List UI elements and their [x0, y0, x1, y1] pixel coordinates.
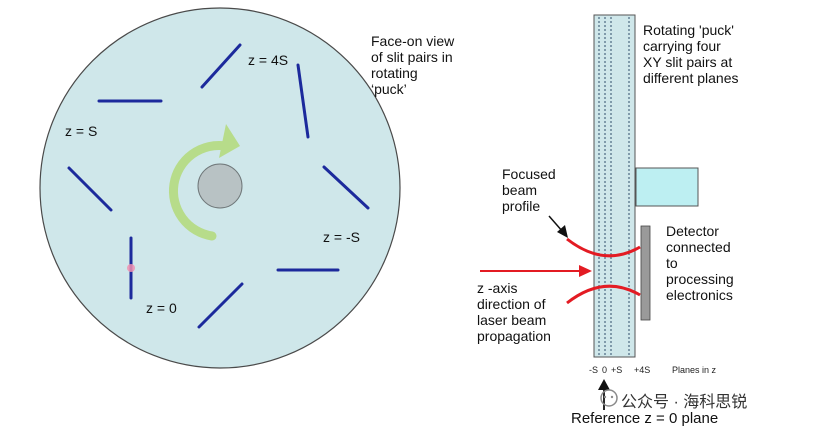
rotating-puck-label: Rotating 'puck' carrying four XY slit pa…: [643, 22, 739, 86]
slit-planes: [598, 17, 630, 355]
z-s-label: z = S: [65, 123, 98, 139]
face-on-view-label: Face-on view of slit pairs in rotating ‘…: [371, 33, 455, 97]
focused-beam-label: Focused beam profile: [502, 166, 556, 214]
plane-label-plus-4s: +4S: [634, 365, 651, 375]
wechat-icon: [600, 389, 618, 407]
reference-arrowhead-icon: [598, 379, 610, 390]
slit-bottom-2: [197, 282, 244, 329]
z-0-label: z = 0: [146, 300, 177, 316]
planes-in-z-label: Planes in z: [672, 365, 717, 375]
puck-side-view: [593, 14, 636, 358]
focused-beam-pointer-arrowhead-icon: [557, 225, 568, 238]
detector-label: Detector connected to processing electro…: [666, 223, 734, 303]
slit-left-2: [67, 166, 113, 212]
slit-right-1: [322, 165, 370, 210]
beam-direction-arrowhead-icon: [579, 265, 592, 277]
reference-plane-label: Reference z = 0 plane: [571, 410, 719, 427]
laser-beam: [566, 237, 641, 305]
slit-top-2: [296, 63, 310, 139]
plane-label-zero: 0: [602, 365, 608, 375]
plane-label-minus-s: -S: [589, 365, 598, 375]
detector-housing: [635, 167, 699, 207]
plane-label-plus-s: +S: [611, 365, 623, 375]
beam-spot: [127, 264, 135, 272]
rotation-arrow-icon: [168, 140, 231, 241]
puck-hub: [197, 163, 243, 209]
detector-plate: [640, 225, 651, 321]
watermark-text: 公众号 · 海科思锐: [621, 394, 748, 411]
slit-pairs: [67, 43, 370, 329]
z-minus-s-label: z = -S: [323, 229, 360, 245]
rotation-arrowhead-icon: [219, 124, 240, 158]
z-4s-label: z = 4S: [248, 52, 289, 68]
slit-top-1: [200, 43, 242, 89]
z-axis-label: z -axis direction of laser beam propagat…: [477, 280, 551, 344]
